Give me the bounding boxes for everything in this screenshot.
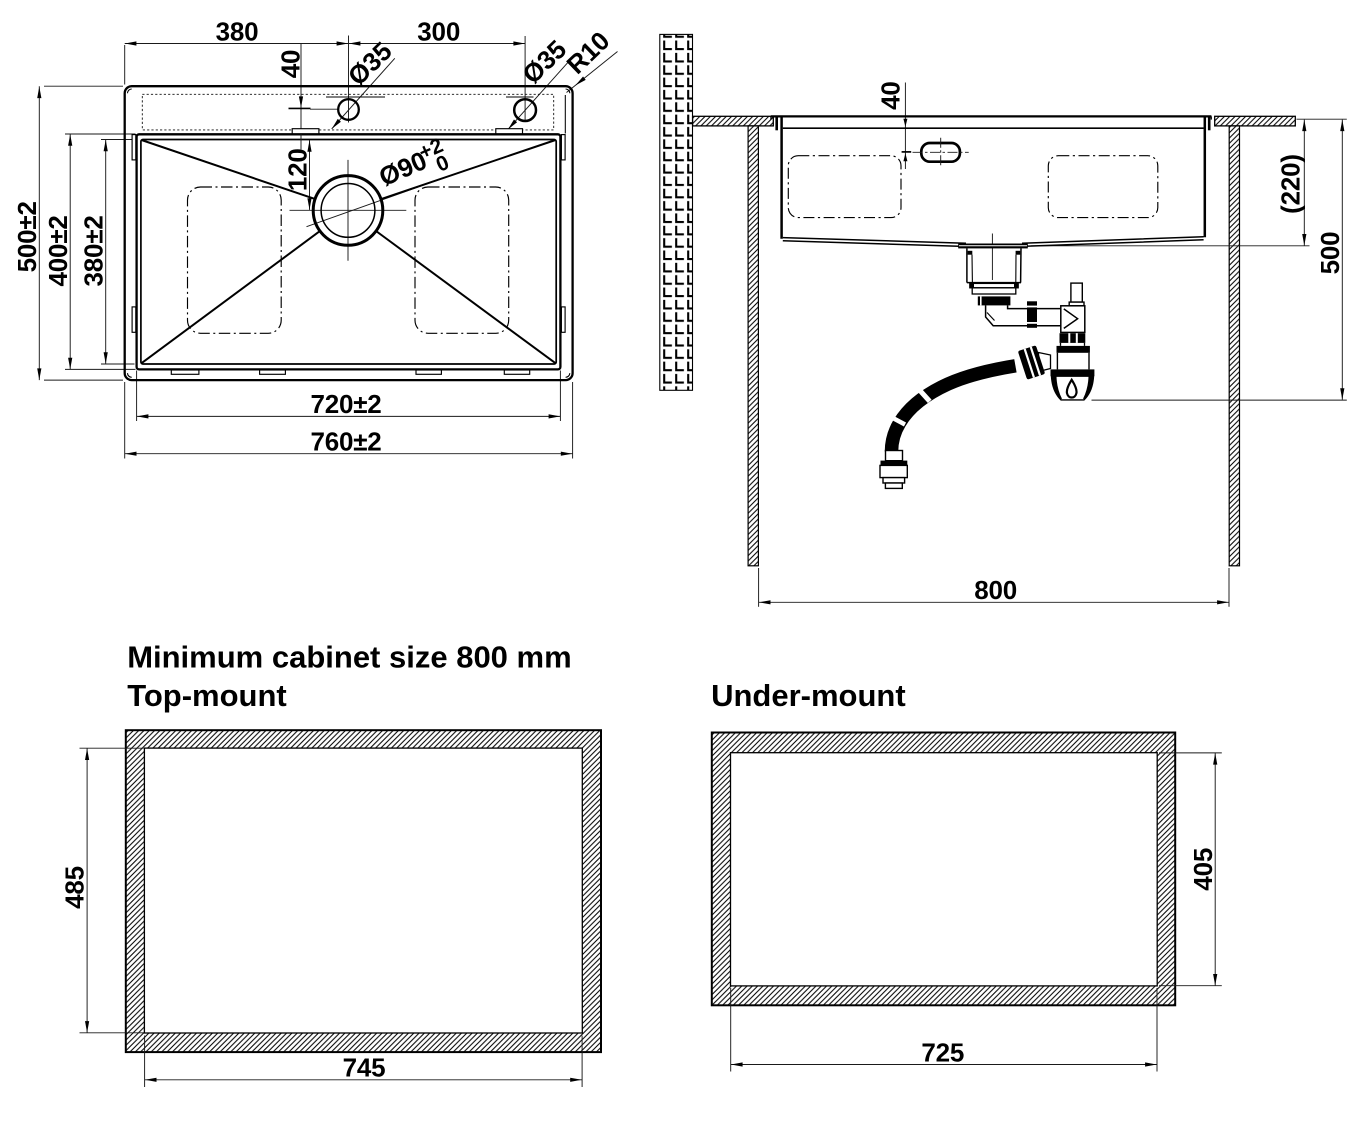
svg-text:120: 120 [282,148,312,191]
svg-text:Minimum cabinet size 800 mm: Minimum cabinet size 800 mm [127,640,571,675]
svg-text:800: 800 [974,575,1017,605]
svg-text:720±2: 720±2 [310,389,381,419]
svg-text:380: 380 [216,16,259,46]
svg-text:300: 300 [417,16,460,46]
svg-text:745: 745 [343,1053,386,1083]
svg-text:Top-mount: Top-mount [127,678,287,713]
svg-text:40: 40 [876,81,906,110]
svg-text:400±2: 400±2 [43,215,73,286]
svg-text:Under-mount: Under-mount [711,678,906,713]
svg-text:760±2: 760±2 [310,427,381,457]
svg-text:725: 725 [921,1037,964,1067]
svg-text:405: 405 [1188,848,1218,891]
svg-text:485: 485 [60,866,90,909]
svg-text:500: 500 [1315,232,1345,275]
svg-text:(220): (220) [1276,154,1306,214]
svg-text:500±2: 500±2 [12,201,42,272]
svg-text:380±2: 380±2 [79,215,109,286]
svg-text:40: 40 [276,50,306,79]
